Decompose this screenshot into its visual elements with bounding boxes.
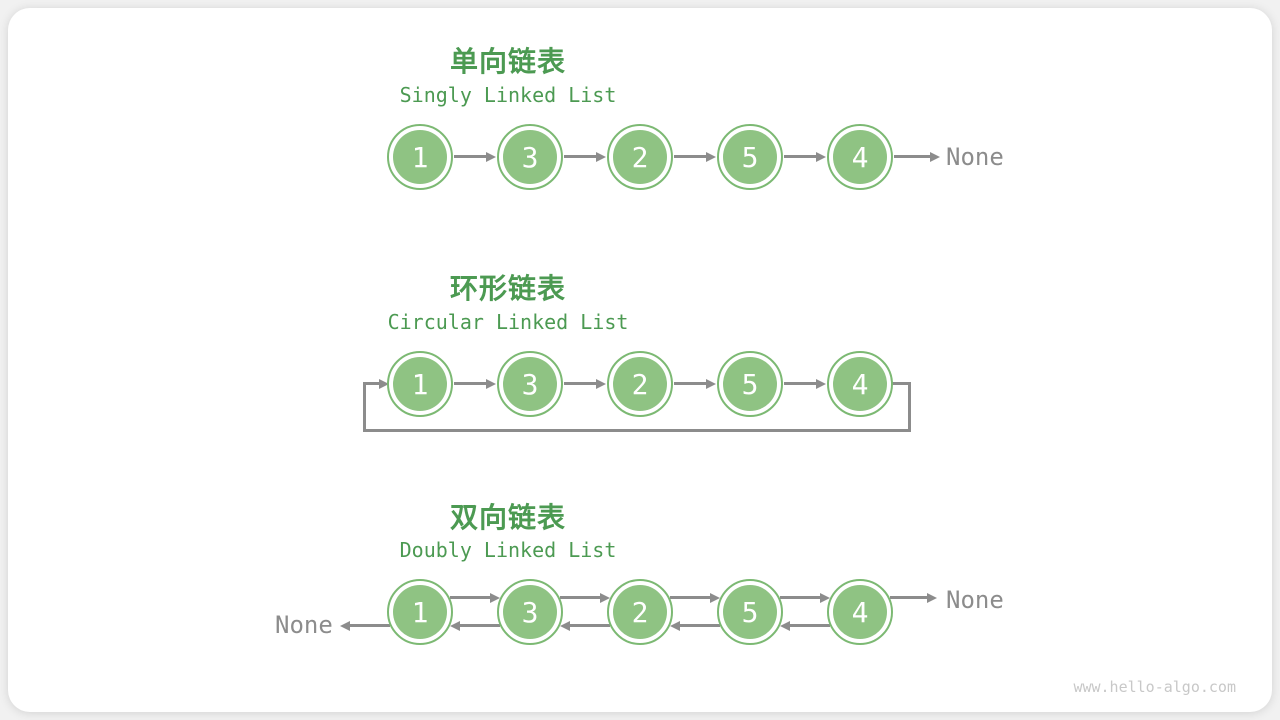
node-body: 5 (723, 357, 777, 411)
next-pointer-arrow (454, 382, 486, 385)
section-title-en: Singly Linked List (399, 83, 617, 107)
section-title-zh: 双向链表 (449, 502, 566, 533)
none-label: None (275, 611, 333, 639)
next-pointer-arrow (564, 382, 596, 385)
node-value: 4 (851, 140, 869, 174)
prev-null-arrow (350, 624, 390, 627)
node-value: 5 (741, 595, 759, 629)
node-body: 3 (503, 585, 557, 639)
list-node: 5 (717, 351, 783, 417)
node-value: 1 (411, 367, 429, 401)
none-label: None (946, 143, 1004, 171)
null-pointer-arrow (894, 155, 930, 158)
list-node: 1 (387, 124, 453, 190)
loop-connector (363, 384, 911, 432)
node-value: 5 (741, 140, 759, 174)
next-pointer-arrow (784, 155, 816, 158)
next-pointer-arrow (780, 596, 820, 599)
node-value: 4 (851, 367, 869, 401)
node-body: 2 (613, 585, 667, 639)
section-title-zh: 单向链表 (449, 46, 566, 77)
node-value: 4 (851, 595, 869, 629)
node-value: 5 (741, 367, 759, 401)
list-node: 3 (497, 579, 563, 645)
next-pointer-arrow (564, 155, 596, 158)
node-value: 3 (521, 367, 539, 401)
list-node: 3 (497, 351, 563, 417)
node-body: 1 (393, 585, 447, 639)
node-value: 1 (411, 595, 429, 629)
list-node: 5 (717, 124, 783, 190)
loop-exit-segment (885, 382, 911, 385)
node-value: 1 (411, 140, 429, 174)
next-pointer-arrow (560, 596, 600, 599)
next-pointer-arrow (454, 155, 486, 158)
node-body: 3 (503, 357, 557, 411)
node-value: 2 (631, 367, 649, 401)
next-pointer-arrow (674, 155, 706, 158)
list-node: 4 (827, 579, 893, 645)
node-value: 3 (521, 140, 539, 174)
node-body: 4 (833, 130, 887, 184)
node-value: 2 (631, 140, 649, 174)
node-body: 4 (833, 357, 887, 411)
singly-diagram: None 1 3 2 5 4 (0, 124, 1280, 190)
section-title-zh: 环形链表 (449, 273, 566, 304)
list-node: 2 (607, 124, 673, 190)
circular-diagram: 1 3 2 5 4 (0, 351, 1280, 432)
list-node: 4 (827, 351, 893, 417)
node-body: 1 (393, 357, 447, 411)
list-node: 2 (607, 579, 673, 645)
prev-pointer-arrow (570, 624, 610, 627)
node-body: 1 (393, 130, 447, 184)
watermark: www.hello-algo.com (1073, 678, 1236, 696)
node-value: 3 (521, 595, 539, 629)
node-body: 2 (613, 130, 667, 184)
node-body: 2 (613, 357, 667, 411)
next-null-arrow (890, 596, 927, 599)
prev-pointer-arrow (460, 624, 500, 627)
node-body: 3 (503, 130, 557, 184)
next-pointer-arrow (674, 382, 706, 385)
list-node: 3 (497, 124, 563, 190)
list-node: 2 (607, 351, 673, 417)
node-body: 5 (723, 130, 777, 184)
node-body: 5 (723, 585, 777, 639)
next-pointer-arrow (670, 596, 710, 599)
list-node: 5 (717, 579, 783, 645)
list-node: 1 (387, 351, 453, 417)
node-body: 4 (833, 585, 887, 639)
list-node: 4 (827, 124, 893, 190)
loop-entry-arrow (363, 382, 379, 385)
next-pointer-arrow (784, 382, 816, 385)
next-pointer-arrow (450, 596, 490, 599)
prev-pointer-arrow (790, 624, 830, 627)
node-value: 2 (631, 595, 649, 629)
section-title-en: Doubly Linked List (399, 538, 617, 562)
none-label: None (946, 586, 1004, 614)
section-title-en: Circular Linked List (387, 310, 629, 334)
list-node: 1 (387, 579, 453, 645)
prev-pointer-arrow (680, 624, 720, 627)
